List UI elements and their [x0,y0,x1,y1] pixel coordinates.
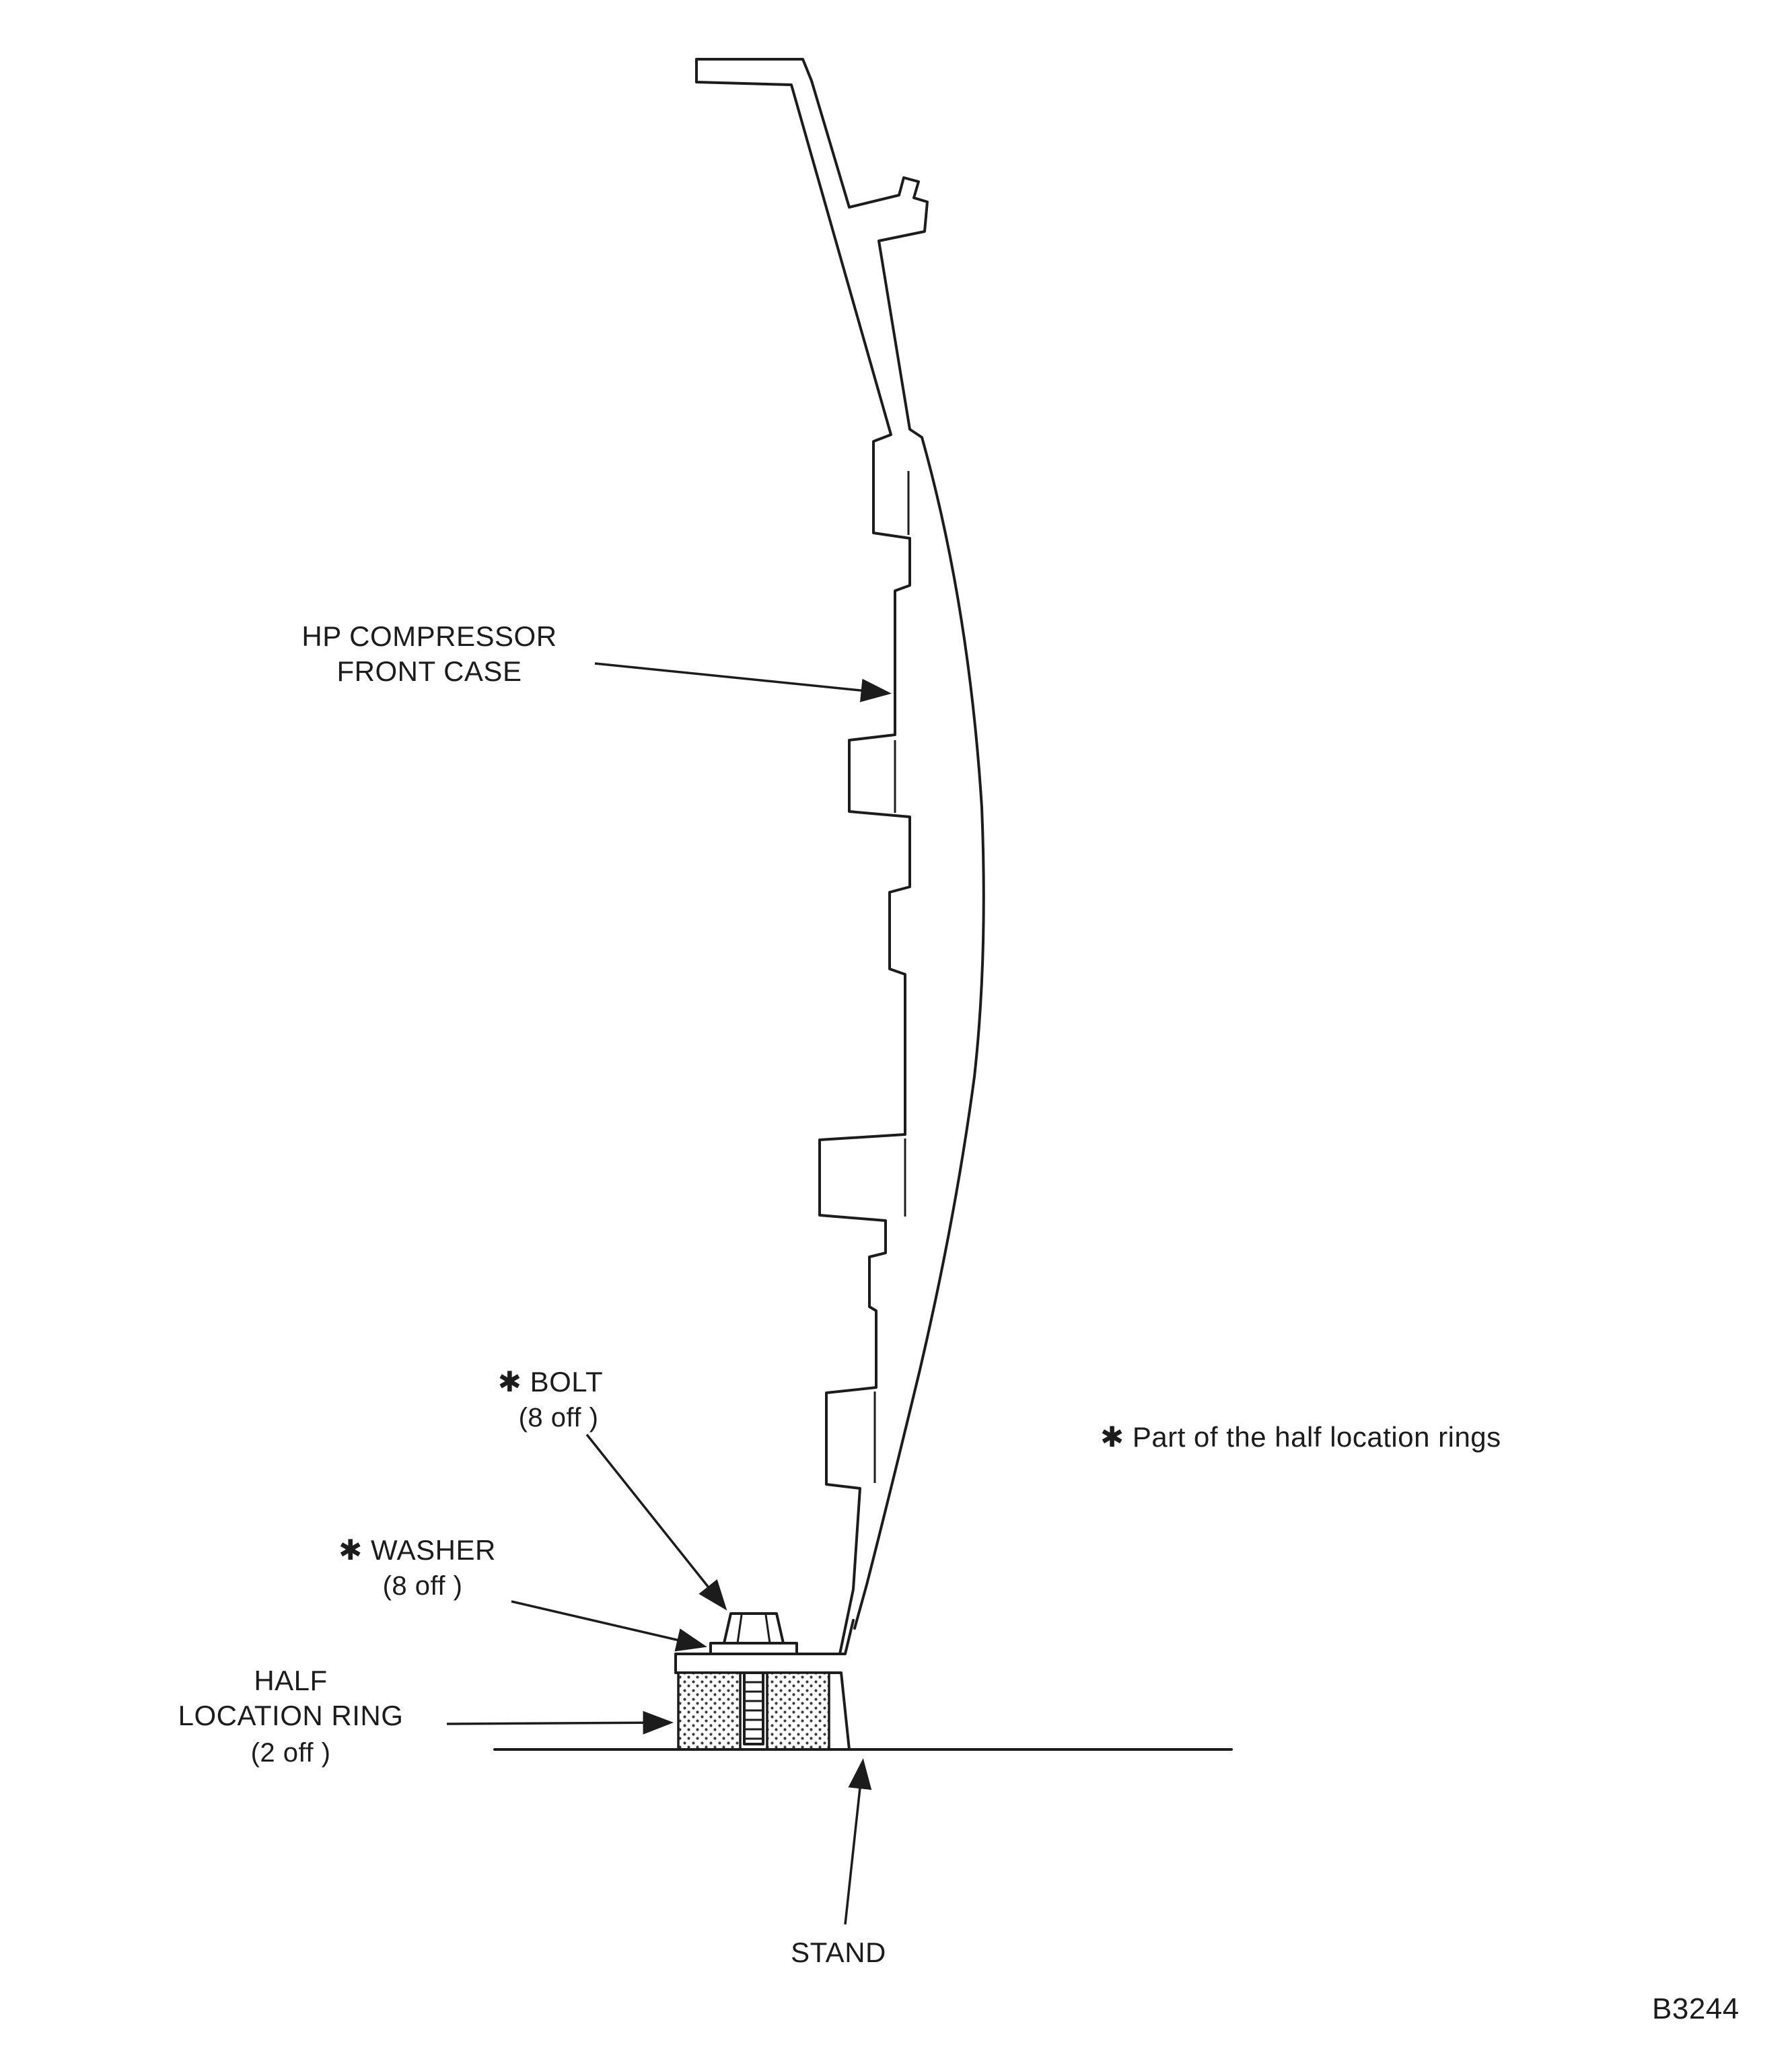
arrow-front-case [594,662,892,702]
case-left-profile [695,58,911,1655]
half-location-ring-left-block [677,1671,742,1751]
half-location-ring-right-block [766,1671,830,1751]
label-stand: STAND [791,1937,886,1968]
case-foot-flange [674,1619,855,1751]
bolt-head [723,1612,785,1644]
case-detail-lines [873,471,910,1483]
bolt-thread-lines [744,1681,763,1740]
label-ring-line1: HALF [254,1665,327,1696]
label-washer-line2: (8 off ) [383,1571,463,1601]
arrow-stand [844,1758,872,1925]
label-bolt-line2: (8 off ) [519,1403,599,1433]
bolt-washer [709,1642,798,1655]
labels: HP COMPRESSOR FRONT CASE ✱ BOLT (8 off )… [178,620,1740,2025]
label-ring-line3: (2 off ) [251,1738,331,1768]
bolt-shaft [743,1671,764,1745]
bolt-assembly [709,1612,798,1745]
arrow-washer [511,1600,707,1652]
arrow-half-location-ring [446,1710,674,1735]
label-washer-line1: ✱ WASHER [338,1534,496,1566]
label-front-case-line1: HP COMPRESSOR [301,620,557,652]
case-right-profile [695,58,985,1630]
legend-note: ✱ Part of the half location rings [1100,1421,1501,1453]
label-bolt-line1: ✱ BOLT [498,1366,603,1398]
compressor-case-outline [674,58,985,1751]
leader-arrows [446,662,892,1925]
label-ring-line2: LOCATION RING [178,1700,404,1731]
arrow-bolt [585,1433,727,1611]
label-front-case-line2: FRONT CASE [337,655,522,687]
figure-number: B3244 [1652,1992,1740,2025]
bolt-head-facets [736,1614,771,1644]
